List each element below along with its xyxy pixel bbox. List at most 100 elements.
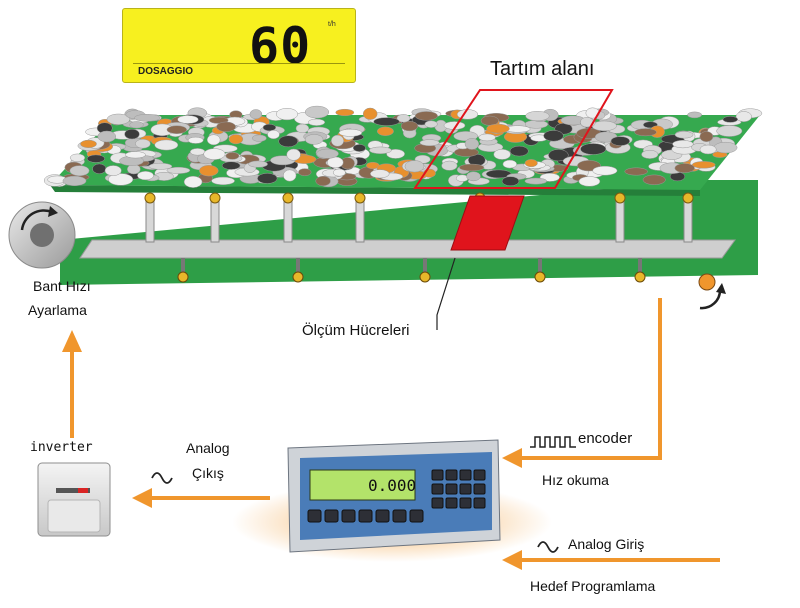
- pebble: [148, 162, 173, 170]
- pebble: [338, 128, 363, 137]
- frame-bar: [79, 239, 736, 259]
- pebble: [332, 168, 346, 177]
- pebble: [315, 175, 331, 187]
- pebble: [62, 175, 87, 186]
- pebble: [134, 114, 161, 122]
- pebble: [454, 147, 479, 157]
- load-cell-bolts: [177, 258, 646, 283]
- load-cell-bolt: [634, 258, 646, 283]
- pebble: [699, 144, 717, 155]
- pebble: [69, 165, 90, 177]
- pebble: [267, 129, 280, 140]
- analog-output-label-1: Analog: [186, 440, 230, 456]
- pebble: [456, 109, 479, 120]
- pebble: [225, 152, 240, 160]
- speed-adjust-arrow: [62, 330, 82, 352]
- pebble: [509, 145, 529, 157]
- pebble: [331, 134, 344, 147]
- pebble: [86, 154, 105, 163]
- pebble: [257, 173, 278, 184]
- pebble: [211, 176, 235, 185]
- pebble: [404, 160, 425, 173]
- pebble: [203, 148, 226, 160]
- controller-key: [473, 497, 486, 509]
- idler-post: [144, 192, 156, 243]
- pebble: [106, 113, 131, 125]
- analog-output-label-2: Çıkış: [192, 465, 224, 481]
- pebble: [634, 128, 657, 137]
- pebble: [80, 139, 97, 148]
- sine-icon-output: [151, 472, 173, 484]
- pebble: [166, 166, 191, 174]
- pebble: [304, 105, 330, 119]
- return-belt: [60, 180, 758, 285]
- pebble: [352, 144, 366, 152]
- controller-key: [431, 469, 444, 481]
- pebble: [525, 111, 550, 121]
- idler-post: [282, 192, 294, 243]
- weight-display: 60 t/h DOSAGGIO: [122, 8, 356, 83]
- pebble: [376, 126, 394, 136]
- pebble: [154, 139, 179, 151]
- pebble: [493, 149, 511, 160]
- pebble: [283, 169, 297, 182]
- speed-reading-label: Hız okuma: [542, 472, 609, 488]
- pebble: [578, 176, 601, 187]
- pebble: [502, 159, 517, 169]
- pebble: [466, 171, 481, 182]
- pebble: [464, 138, 480, 150]
- pebble: [251, 134, 267, 142]
- inverter-unit: [37, 462, 111, 537]
- weighing-area-label: Tartım alanı: [490, 58, 595, 80]
- pebble: [362, 107, 378, 120]
- pebble: [228, 134, 244, 145]
- display-value: 60: [249, 17, 312, 75]
- encoder-signal-line: [518, 298, 662, 460]
- weigh-zone: [450, 195, 525, 251]
- controller-function-key: [392, 509, 407, 523]
- encoder-wheel: [698, 273, 716, 291]
- pebble: [591, 120, 617, 132]
- pebble: [249, 109, 263, 120]
- analog-input-label: Analog Giriş: [568, 536, 645, 552]
- pebble: [419, 139, 440, 147]
- load-cell-bolt: [292, 258, 304, 283]
- pebble: [459, 163, 485, 172]
- load-cell-bolt: [419, 258, 431, 283]
- controller-key: [431, 483, 444, 495]
- pebble: [414, 111, 438, 121]
- pebble: [441, 160, 458, 171]
- pebble: [370, 169, 390, 179]
- pebble: [369, 146, 392, 154]
- target-programming-label: Hedef Programlama: [530, 578, 656, 594]
- pebble: [108, 173, 134, 186]
- pebble: [610, 136, 630, 146]
- controller-function-key: [409, 509, 424, 523]
- controller-key: [459, 469, 472, 481]
- pebble: [335, 108, 355, 117]
- pebble: [478, 133, 496, 142]
- pebble: [674, 163, 695, 173]
- encoder-arrow: [502, 448, 522, 468]
- pebble: [713, 141, 738, 154]
- pebble: [124, 128, 140, 140]
- pebble: [127, 164, 141, 175]
- pebble: [735, 111, 752, 122]
- pebble: [216, 121, 236, 132]
- pebble: [278, 135, 299, 148]
- pebble: [183, 175, 203, 188]
- pebble: [248, 160, 268, 168]
- encoder-label: encoder: [578, 430, 633, 447]
- pebble: [298, 168, 312, 177]
- controller-key: [445, 483, 458, 495]
- display-divider: [133, 63, 345, 64]
- pebble: [199, 165, 219, 177]
- pebble: [592, 165, 618, 176]
- pebble: [69, 153, 86, 162]
- pebble: [642, 174, 666, 185]
- load-cell-bolt: [534, 258, 546, 283]
- pebble: [206, 134, 221, 146]
- pebble: [691, 161, 716, 169]
- pebble: [221, 161, 241, 170]
- pebble: [524, 159, 538, 168]
